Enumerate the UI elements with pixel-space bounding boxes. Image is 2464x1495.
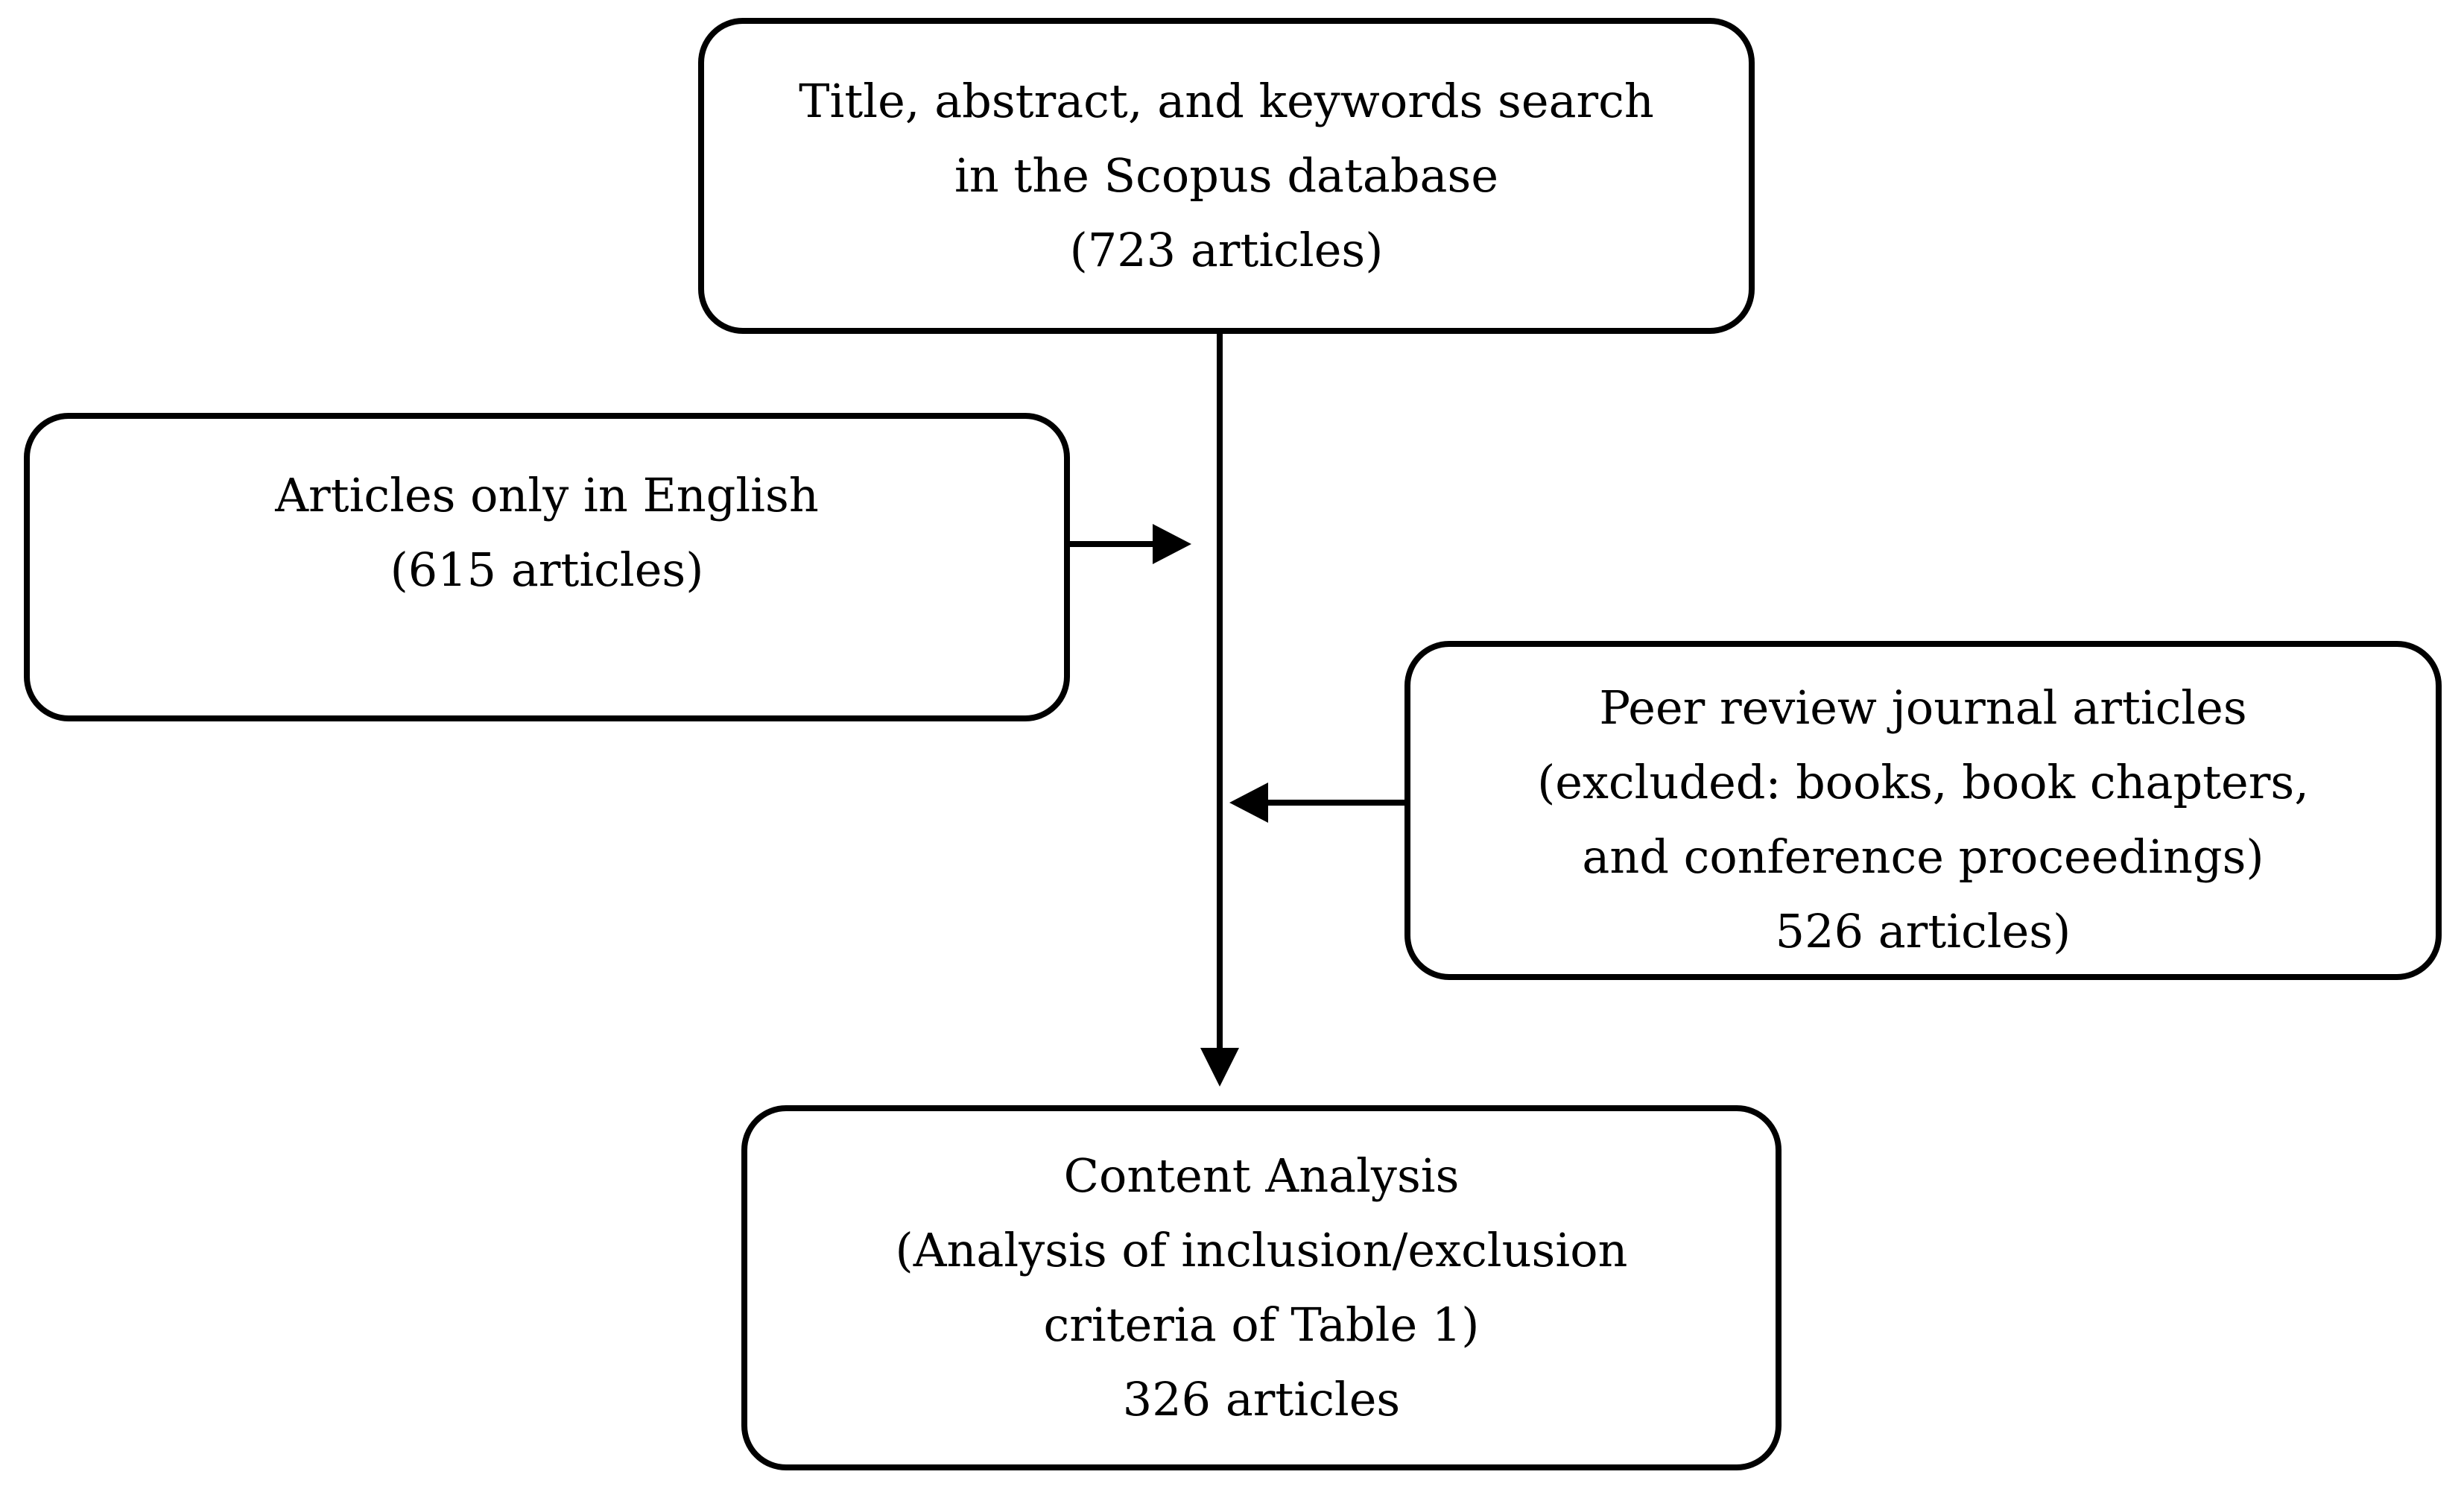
box-peer-review-line-3: and conference proceedings) — [1582, 829, 2264, 884]
box-content-analysis: Content Analysis (Analysis of inclusion/… — [741, 1105, 1782, 1470]
box-articles-english-line-1: Articles only in English — [275, 468, 819, 522]
box-articles-english: Articles only in English (615 articles) — [24, 413, 1070, 721]
box-peer-review-line-4: 526 articles) — [1775, 903, 2071, 958]
right-arrowhead-icon — [1153, 524, 1191, 564]
box-content-analysis-line-4: 326 articles — [1122, 1372, 1401, 1426]
down-arrowhead-icon — [1200, 1048, 1239, 1087]
right-arrow-shaft — [1069, 541, 1153, 547]
box-content-analysis-line-3: criteria of Table 1) — [1043, 1298, 1480, 1352]
box-content-analysis-line-1: Content Analysis — [1063, 1148, 1460, 1203]
box-scopus-search-line-1: Title, abstract, and keywords search — [799, 74, 1654, 128]
down-arrow-shaft — [1217, 332, 1223, 1048]
box-peer-review: Peer review journal articles (excluded: … — [1404, 641, 2442, 980]
box-scopus-search: Title, abstract, and keywords search in … — [698, 18, 1755, 334]
left-arrowhead-icon — [1229, 783, 1268, 823]
box-scopus-search-line-2: in the Scopus database — [954, 148, 1499, 203]
box-scopus-search-line-3: (723 articles) — [1069, 223, 1384, 277]
box-peer-review-line-1: Peer review journal articles — [1599, 680, 2247, 735]
box-articles-english-line-2: (615 articles) — [390, 543, 704, 597]
left-arrow-shaft — [1268, 800, 1404, 806]
box-peer-review-line-2: (excluded: books, book chapters, — [1537, 754, 2309, 809]
box-content-analysis-line-2: (Analysis of inclusion/exclusion — [895, 1223, 1628, 1277]
